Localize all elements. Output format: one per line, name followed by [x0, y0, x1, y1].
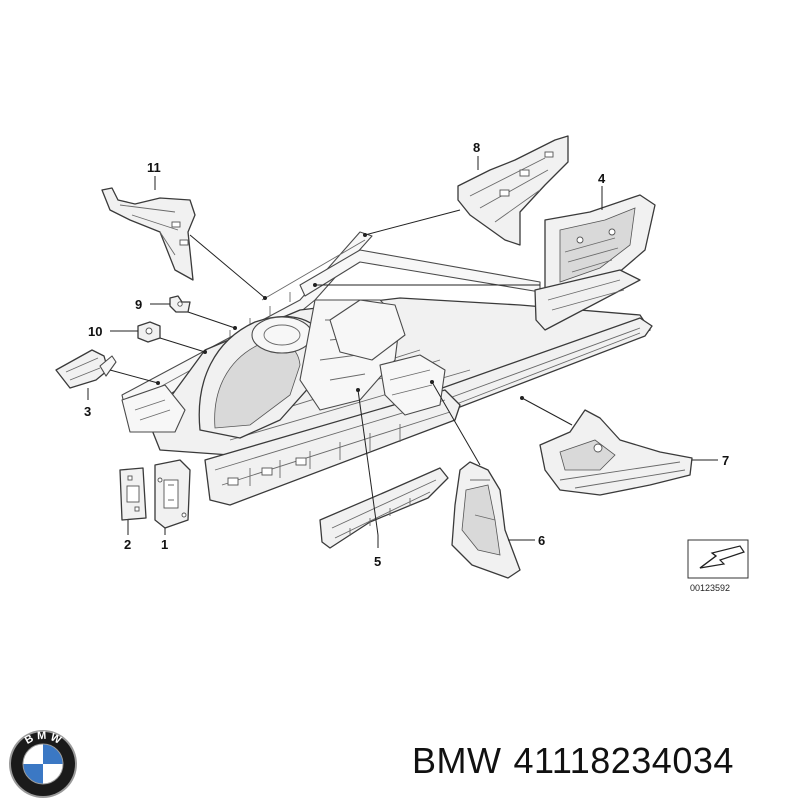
callout-1: 1	[161, 537, 168, 552]
callout-3: 3	[84, 404, 91, 419]
callout-11: 11	[147, 160, 161, 175]
callout-2: 2	[124, 537, 131, 552]
leader-lines	[87, 156, 718, 548]
brand-label: BMW	[412, 740, 502, 781]
part-6	[451, 461, 521, 579]
part-10	[137, 321, 161, 343]
part-2	[119, 467, 147, 521]
part-caption: BMW 41118234034	[412, 740, 746, 782]
callout-5: 5	[374, 554, 381, 569]
part-9	[169, 295, 191, 313]
callout-7: 7	[722, 453, 729, 468]
callout-4: 4	[598, 171, 606, 186]
callout-labels: 11 9 10 3 2 1 8 4 5 6 7	[84, 140, 729, 569]
callout-6: 6	[538, 533, 545, 548]
part-number: 41118234034	[513, 740, 734, 781]
body-shell	[121, 231, 653, 506]
part-3	[55, 349, 117, 389]
callout-9: 9	[135, 297, 142, 312]
callout-8: 8	[473, 140, 480, 155]
callout-10: 10	[88, 324, 102, 339]
reference-number: 00123592	[690, 583, 730, 593]
part-7	[539, 409, 693, 496]
part-8	[457, 135, 569, 246]
part-1	[154, 459, 191, 529]
part-11	[101, 187, 196, 281]
orientation-arrow-icon	[687, 539, 749, 579]
part-4	[534, 194, 656, 331]
part-5	[319, 467, 449, 549]
bmw-logo: B M W	[9, 730, 77, 798]
svg-text:B M W: B M W	[23, 730, 64, 747]
